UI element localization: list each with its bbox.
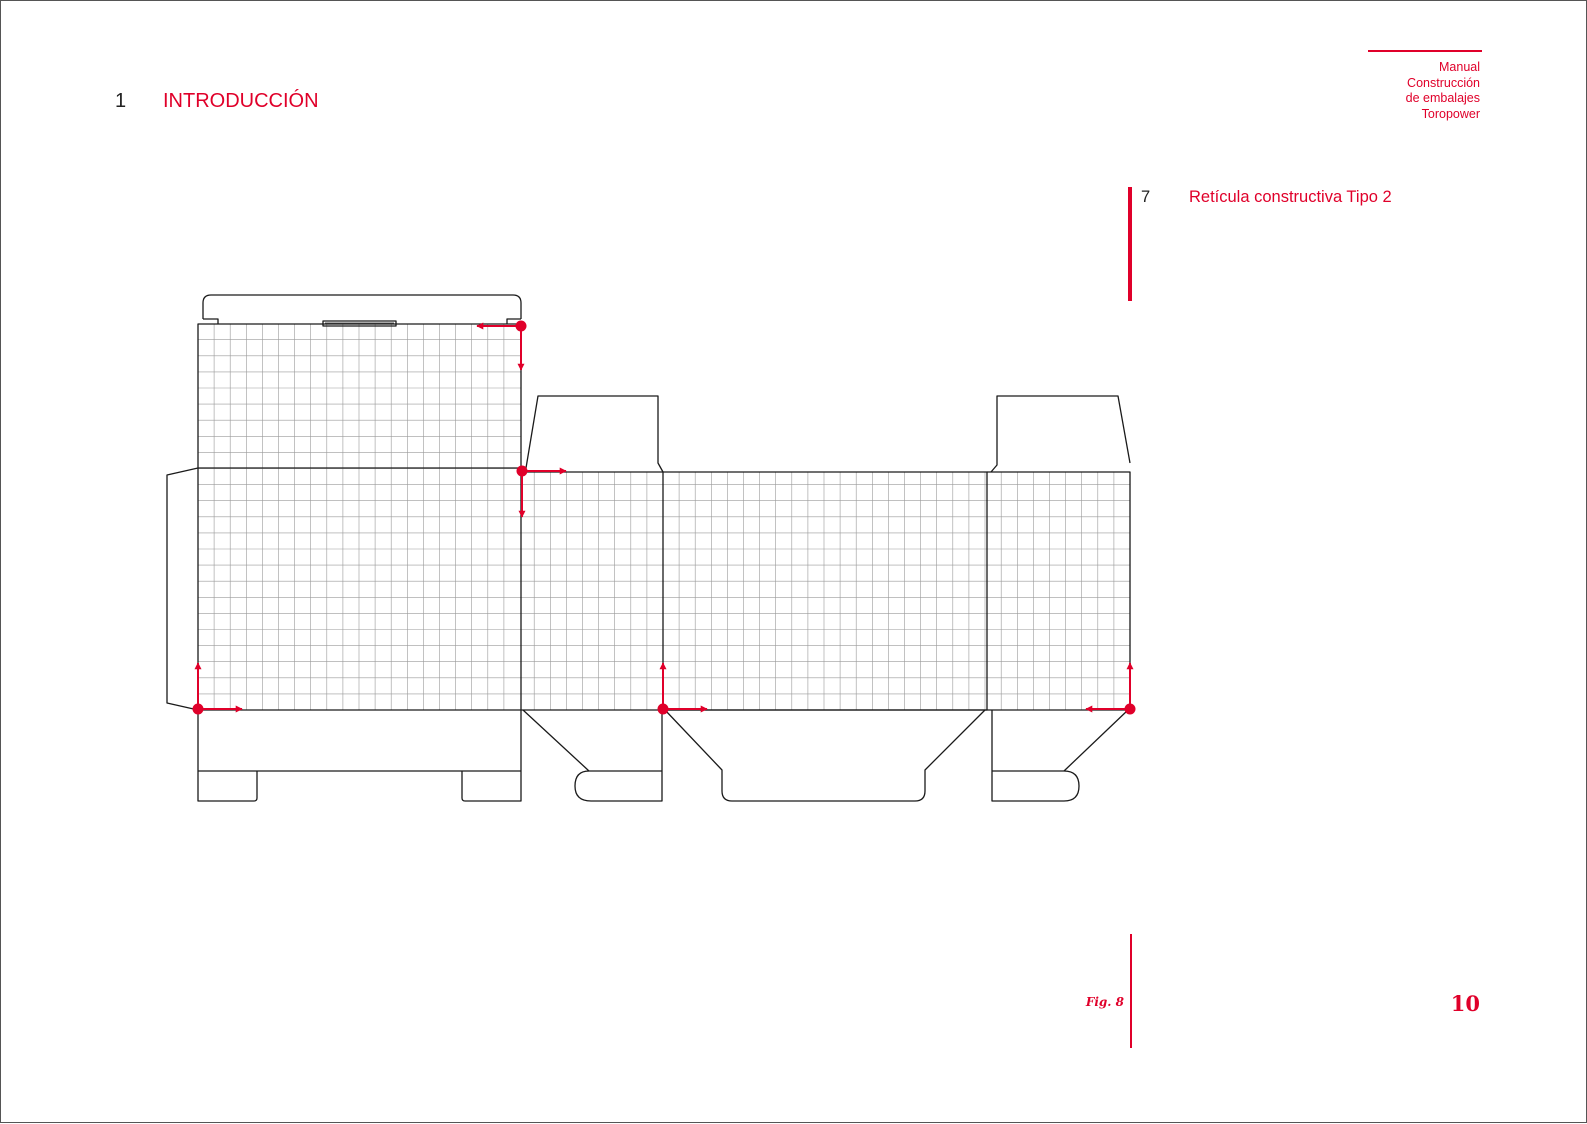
dust-flap-top-left [525, 395, 664, 473]
origin-dot [657, 703, 669, 715]
dieline-outline [166, 294, 1131, 802]
origin-dot [1124, 703, 1136, 715]
bottom-flap-front [197, 710, 258, 802]
figure-label: Fig. 8 [1085, 995, 1124, 1009]
figure-bar [1130, 934, 1132, 1048]
subsection-number: 7 [1141, 188, 1151, 206]
bottom-lock-flap [664, 709, 986, 802]
bottom-dust-flap-left [522, 709, 662, 772]
panel-side-1 [521, 471, 664, 710]
grid-lines [198, 324, 1130, 710]
page-number: 10 [1450, 991, 1480, 1016]
bottom-dust-tab-left [574, 710, 663, 802]
panel-side-2 [987, 471, 1131, 711]
subsection-bar [1128, 187, 1132, 301]
lid-tab-right [506, 318, 521, 324]
brand-block: Manual Construcción de embalajes Toropow… [1406, 60, 1480, 122]
section-title: INTRODUCCIÓN [163, 90, 319, 112]
lid-tab-left [203, 318, 219, 324]
brand-line: de embalajes [1405, 91, 1480, 105]
glue-flap [166, 467, 199, 711]
dust-flap-top-right [990, 395, 1131, 473]
origin-dot [515, 320, 527, 332]
brand-rule [1368, 50, 1482, 52]
subsection-title: Retícula constructiva Tipo 2 [1189, 188, 1392, 206]
brand-line: Manual [1439, 60, 1480, 74]
origin-dot [192, 703, 204, 715]
bottom-flap-front-right [461, 710, 522, 802]
brand-line: Construcción [1407, 75, 1480, 90]
bottom-dust-diag-right [1063, 709, 1129, 772]
section-number: 1 [115, 90, 127, 112]
brand-line: Toropower [1421, 106, 1480, 121]
origin-markers [192, 320, 1136, 715]
bottom-dust-flap-right [991, 710, 1080, 802]
origin-dot [516, 465, 528, 477]
top-lid-flap [202, 294, 522, 319]
